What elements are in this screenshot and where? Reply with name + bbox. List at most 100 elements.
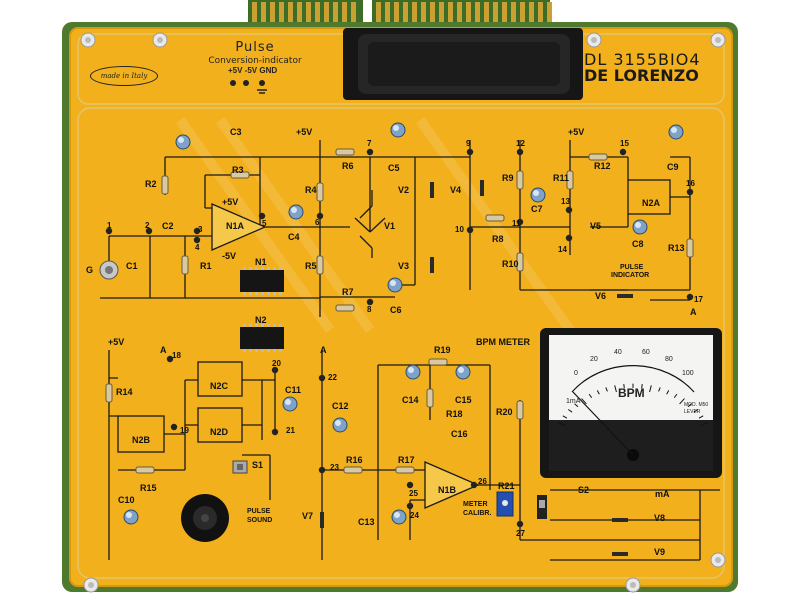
test-point-5[interactable]: [258, 212, 266, 220]
connector-finger: [261, 2, 266, 24]
label-c2: C2: [162, 221, 174, 231]
test-point-number: 26: [478, 477, 487, 486]
test-point-21[interactable]: [271, 428, 279, 436]
label-n2: N2: [255, 315, 267, 325]
test-point-8[interactable]: [366, 298, 374, 306]
electrolytic-capacitor: [282, 396, 298, 412]
test-point-22[interactable]: [318, 374, 326, 382]
switch-s2[interactable]: [537, 495, 547, 519]
model-number: DL 3155BIO4: [584, 50, 701, 69]
connector-finger: [502, 2, 507, 24]
test-point-7[interactable]: [366, 148, 374, 156]
test-point-1[interactable]: [105, 227, 113, 235]
test-point-18[interactable]: [166, 355, 174, 363]
diode: [430, 182, 434, 198]
label-r15: R15: [140, 483, 157, 493]
label-v7: V7: [302, 511, 314, 521]
diode: [617, 294, 633, 298]
connector-finger: [484, 2, 489, 24]
test-point-20[interactable]: [271, 366, 279, 374]
electrolytic-capacitor: [288, 204, 304, 220]
electrolytic-capacitor: [175, 134, 191, 150]
gate-n2d: [197, 407, 243, 443]
label-r17: R17: [398, 455, 415, 465]
connector-finger: [439, 2, 444, 24]
label-c5: C5: [388, 163, 400, 173]
circuit-trace: [590, 214, 690, 301]
ic-pin: [261, 349, 264, 352]
label-r5: R5: [305, 261, 317, 271]
test-point-24[interactable]: [406, 502, 414, 510]
label-r21: R21: [498, 481, 515, 491]
meter-tick: [562, 415, 568, 419]
test-point-23[interactable]: [318, 466, 326, 474]
test-point-27[interactable]: [516, 520, 524, 528]
ic-n2: [240, 327, 284, 349]
label-v6: V6: [595, 291, 607, 301]
carry-handle[interactable]: [343, 28, 583, 100]
test-point-11[interactable]: [516, 218, 524, 226]
test-point-number: 6: [315, 218, 320, 227]
test-point-17[interactable]: [686, 293, 694, 301]
test-point-16[interactable]: [686, 188, 694, 196]
diode: [612, 518, 628, 522]
mounting-screw: [586, 32, 602, 48]
test-point-9[interactable]: [466, 148, 474, 156]
circuit-frame: [77, 107, 725, 579]
label-v3: V3: [398, 261, 410, 271]
test-point-4[interactable]: [193, 236, 201, 244]
power-sockets[interactable]: [230, 80, 267, 94]
meter-tick: [679, 398, 685, 405]
resistor: [335, 304, 355, 312]
meter-spec: 1mA: [566, 398, 581, 405]
mounting-screw: [710, 552, 726, 568]
test-point-13[interactable]: [565, 206, 573, 214]
electrolytic-capacitor: [530, 187, 546, 203]
label-g: G: [86, 265, 94, 275]
test-point-19[interactable]: [170, 423, 178, 431]
switch-s1[interactable]: [232, 460, 248, 474]
meter-scale-60: 60: [642, 349, 650, 356]
label-s2: S2: [578, 485, 590, 495]
test-point-6[interactable]: [316, 212, 324, 220]
meter-tick: [581, 398, 587, 405]
connector-finger: [306, 2, 311, 24]
ic-pin: [243, 349, 246, 352]
meter-tick: [693, 409, 699, 413]
bpm-meter: [540, 328, 722, 478]
meter-tick: [605, 387, 608, 392]
diode: [480, 180, 484, 196]
circuit-trace: [409, 365, 700, 541]
test-point-12[interactable]: [516, 148, 524, 156]
meter-calibr-label-2: CALIBR.: [463, 510, 492, 517]
ic-pin: [255, 324, 258, 327]
label-r16: R16: [346, 455, 363, 465]
label-r2: R2: [145, 179, 157, 189]
connector-finger: [457, 2, 462, 24]
mounting-screw: [710, 32, 726, 48]
trimmer-r21-calibration[interactable]: [496, 491, 514, 517]
connector-finger: [279, 2, 284, 24]
label-c1: C1: [126, 261, 138, 271]
label-n2b: N2B: [132, 435, 151, 445]
test-point-2[interactable]: [145, 227, 153, 235]
test-point-number: 23: [330, 463, 339, 472]
ic-pin: [243, 292, 246, 295]
test-point-25[interactable]: [406, 481, 414, 489]
test-point-10[interactable]: [466, 226, 474, 234]
meter-tick: [623, 383, 625, 389]
connector-finger: [547, 2, 552, 24]
mounting-screw: [152, 32, 168, 48]
test-point-26[interactable]: [470, 481, 478, 489]
label-r10: R10: [502, 259, 519, 269]
connector-finger: [448, 2, 453, 24]
ic-pin: [255, 349, 258, 352]
connector-finger: [270, 2, 275, 24]
label-r3: R3: [232, 165, 244, 175]
test-point-14[interactable]: [565, 234, 573, 242]
test-point-15[interactable]: [619, 148, 627, 156]
label-c11: C11: [285, 385, 302, 395]
test-point-3[interactable]: [193, 227, 201, 235]
circuit-trace: [185, 370, 276, 440]
bnc-input-connector[interactable]: [99, 260, 119, 280]
